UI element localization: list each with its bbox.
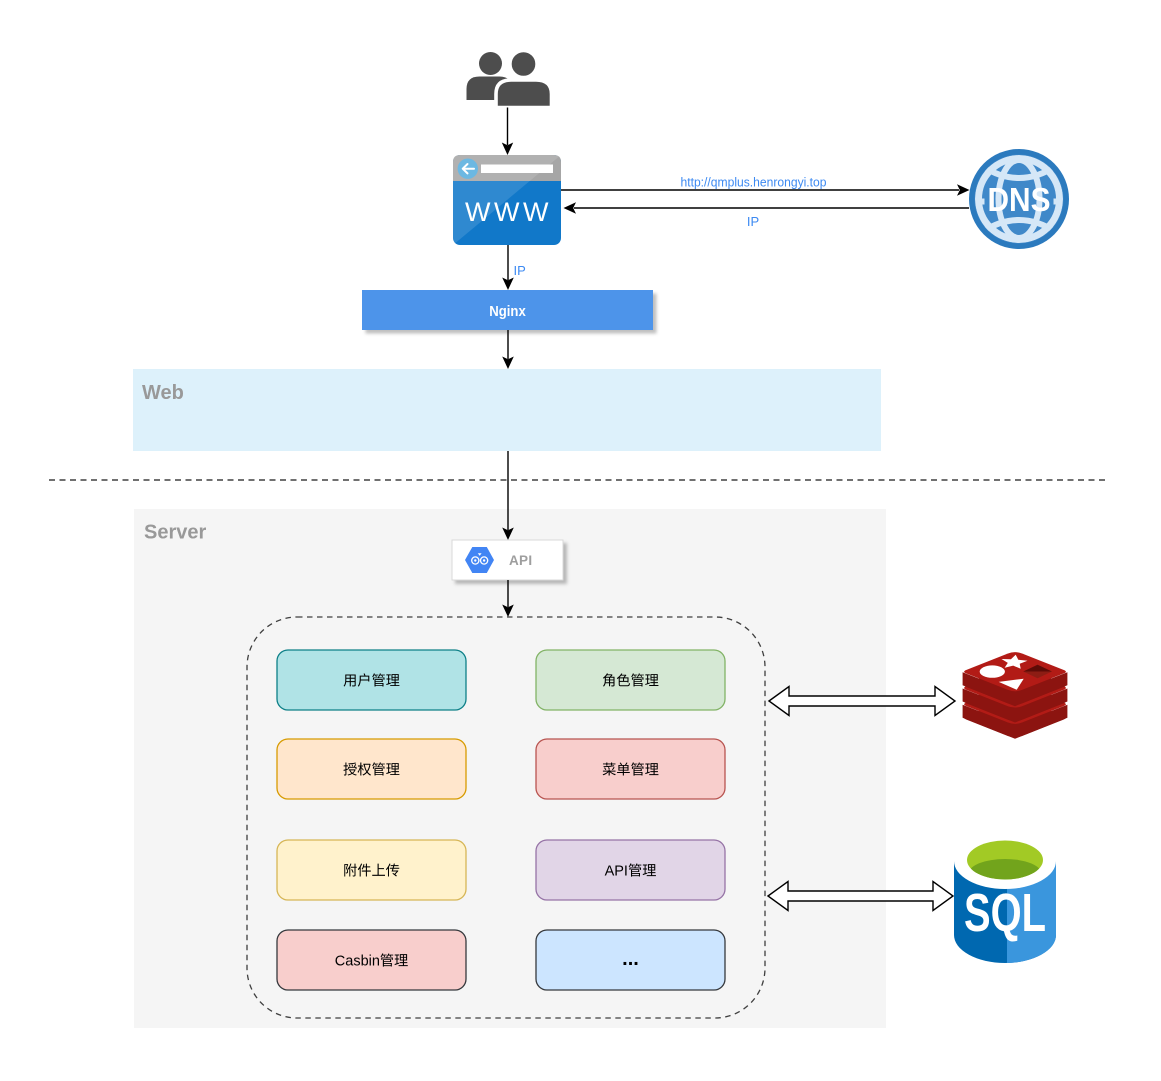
svg-text:Web: Web bbox=[142, 382, 184, 404]
svg-text:Casbin: Casbin bbox=[335, 953, 380, 969]
svg-text:DNS: DNS bbox=[988, 181, 1051, 218]
svg-text:API: API bbox=[605, 863, 628, 879]
svg-text:IP: IP bbox=[514, 263, 526, 278]
svg-text:IP: IP bbox=[747, 214, 759, 229]
svg-text:SQL: SQL bbox=[964, 883, 1046, 943]
svg-text:Nginx: Nginx bbox=[489, 303, 526, 320]
svg-text:WWW: WWW bbox=[465, 197, 552, 227]
svg-text:Server: Server bbox=[144, 522, 206, 544]
svg-text:http://qmplus.henrongyi.top: http://qmplus.henrongyi.top bbox=[681, 175, 827, 190]
svg-text:...: ... bbox=[622, 948, 639, 970]
svg-text:API: API bbox=[509, 553, 532, 568]
